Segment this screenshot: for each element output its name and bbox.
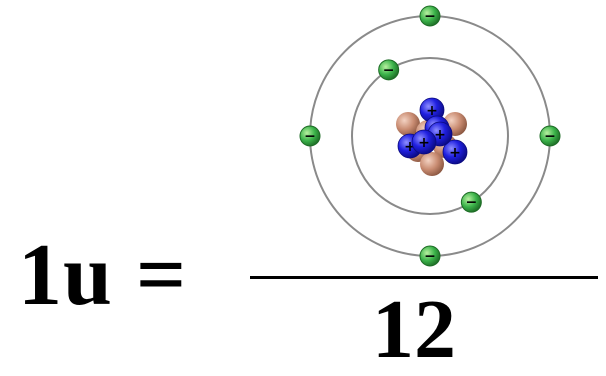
atomic-mass-unit-diagram: −−−−−− ++++++ 1u = 12: [18, 5, 598, 372]
proton-sign: +: [434, 127, 446, 143]
nucleus: ++++++: [396, 97, 468, 176]
proton-sign: +: [404, 139, 416, 155]
orbit-1: [351, 57, 509, 215]
neutron-1: [396, 112, 420, 136]
electron-sign: −: [383, 62, 395, 78]
neutron-5: [420, 152, 444, 176]
electron-6: −: [299, 125, 321, 147]
electron-4: −: [539, 125, 561, 147]
electron-sign: −: [424, 249, 436, 265]
proton-sign: +: [449, 145, 461, 161]
carbon-atom-icon: − − − − − − ++++++: [299, 5, 561, 267]
electrons: − − − − − −: [299, 5, 561, 267]
electron-sign: −: [304, 129, 316, 145]
electron-sign: −: [465, 195, 477, 211]
proton-sign: +: [418, 135, 430, 151]
electron-5: −: [419, 245, 441, 267]
fraction-bar: [250, 276, 598, 279]
proton-sign: +: [426, 103, 438, 119]
electron-2: −: [460, 191, 482, 213]
electron-sign: −: [424, 9, 436, 25]
proton-6: +: [411, 129, 437, 155]
electron-sign: −: [544, 129, 556, 145]
equation-denominator: 12: [372, 283, 456, 376]
proton-4: +: [442, 139, 468, 165]
equation-lhs: 1u =: [18, 227, 188, 324]
electron-1: −: [378, 59, 400, 81]
electron-3: −: [419, 5, 441, 27]
